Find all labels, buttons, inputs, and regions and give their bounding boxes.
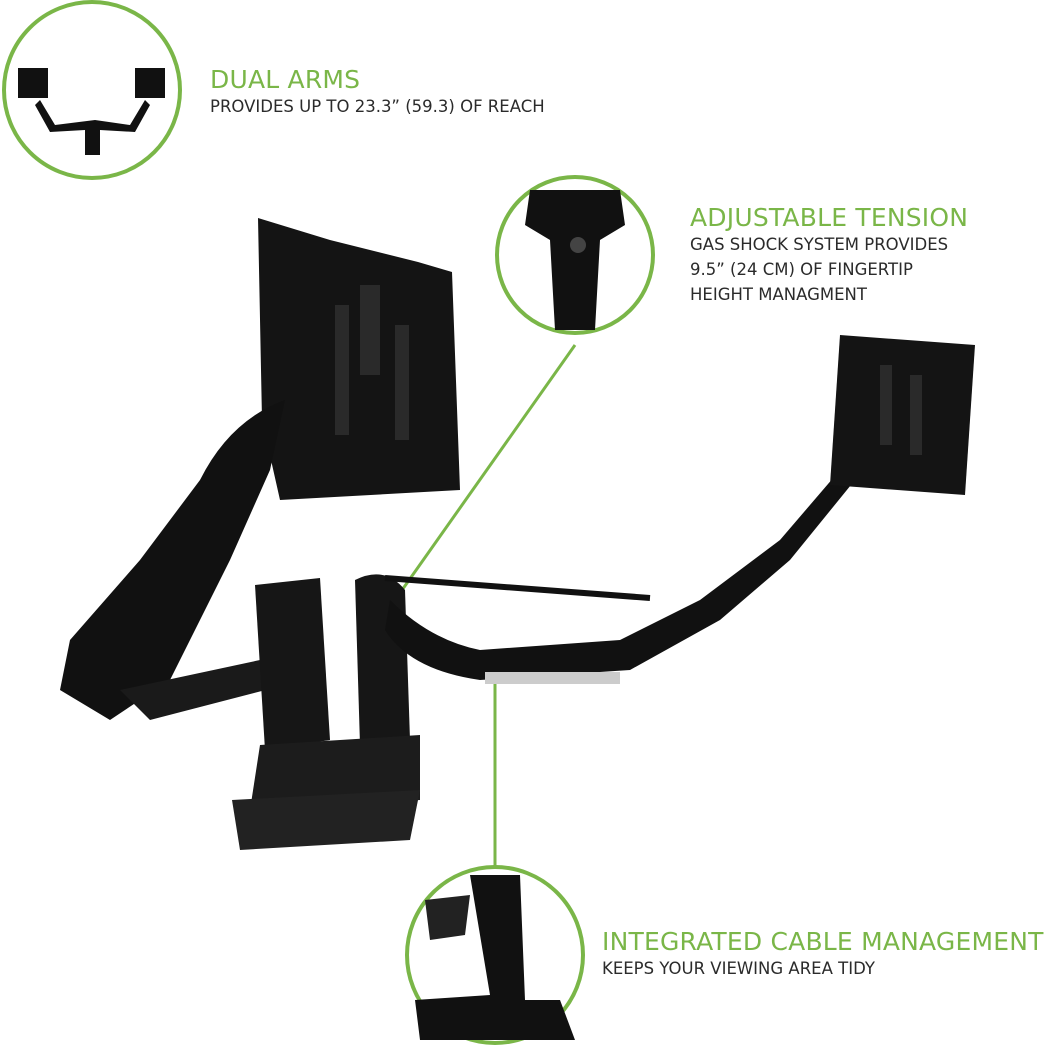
cable-management-closeup-circle: [405, 865, 585, 1045]
left-vesa-plate: [258, 218, 460, 500]
tension-leader-line: [393, 344, 577, 601]
callout-title: DUAL ARMS: [210, 65, 361, 94]
callout-desc-line: PROVIDES UP TO 23.3” (59.3) OF REACH: [210, 97, 545, 116]
callout-desc-line: 9.5” (24 CM) OF FINGERTIP: [690, 260, 913, 279]
callout-title: INTEGRATED CABLE MANAGEMENT: [602, 927, 1044, 956]
right-arm: [385, 470, 855, 680]
callout-desc-line: KEEPS YOUR VIEWING AREA TIDY: [602, 959, 875, 978]
callout-cable-management: INTEGRATED CABLE MANAGEMENT KEEPS YOUR V…: [602, 928, 1044, 981]
callout-dual-arms: DUAL ARMS PROVIDES UP TO 23.3” (59.3) OF…: [210, 66, 545, 119]
right-vesa-plate: [830, 335, 975, 495]
dual-arm-thumbnail-circle: [2, 0, 182, 180]
callout-desc-line: GAS SHOCK SYSTEM PROVIDES: [690, 235, 949, 254]
callout-adjustable-tension: ADJUSTABLE TENSION GAS SHOCK SYSTEM PROV…: [690, 204, 968, 307]
gas-shock-closeup-circle: [495, 175, 655, 335]
left-arm: [60, 400, 285, 720]
callout-title: ADJUSTABLE TENSION: [690, 203, 969, 232]
callout-desc-line: HEIGHT MANAGMENT: [690, 285, 867, 304]
